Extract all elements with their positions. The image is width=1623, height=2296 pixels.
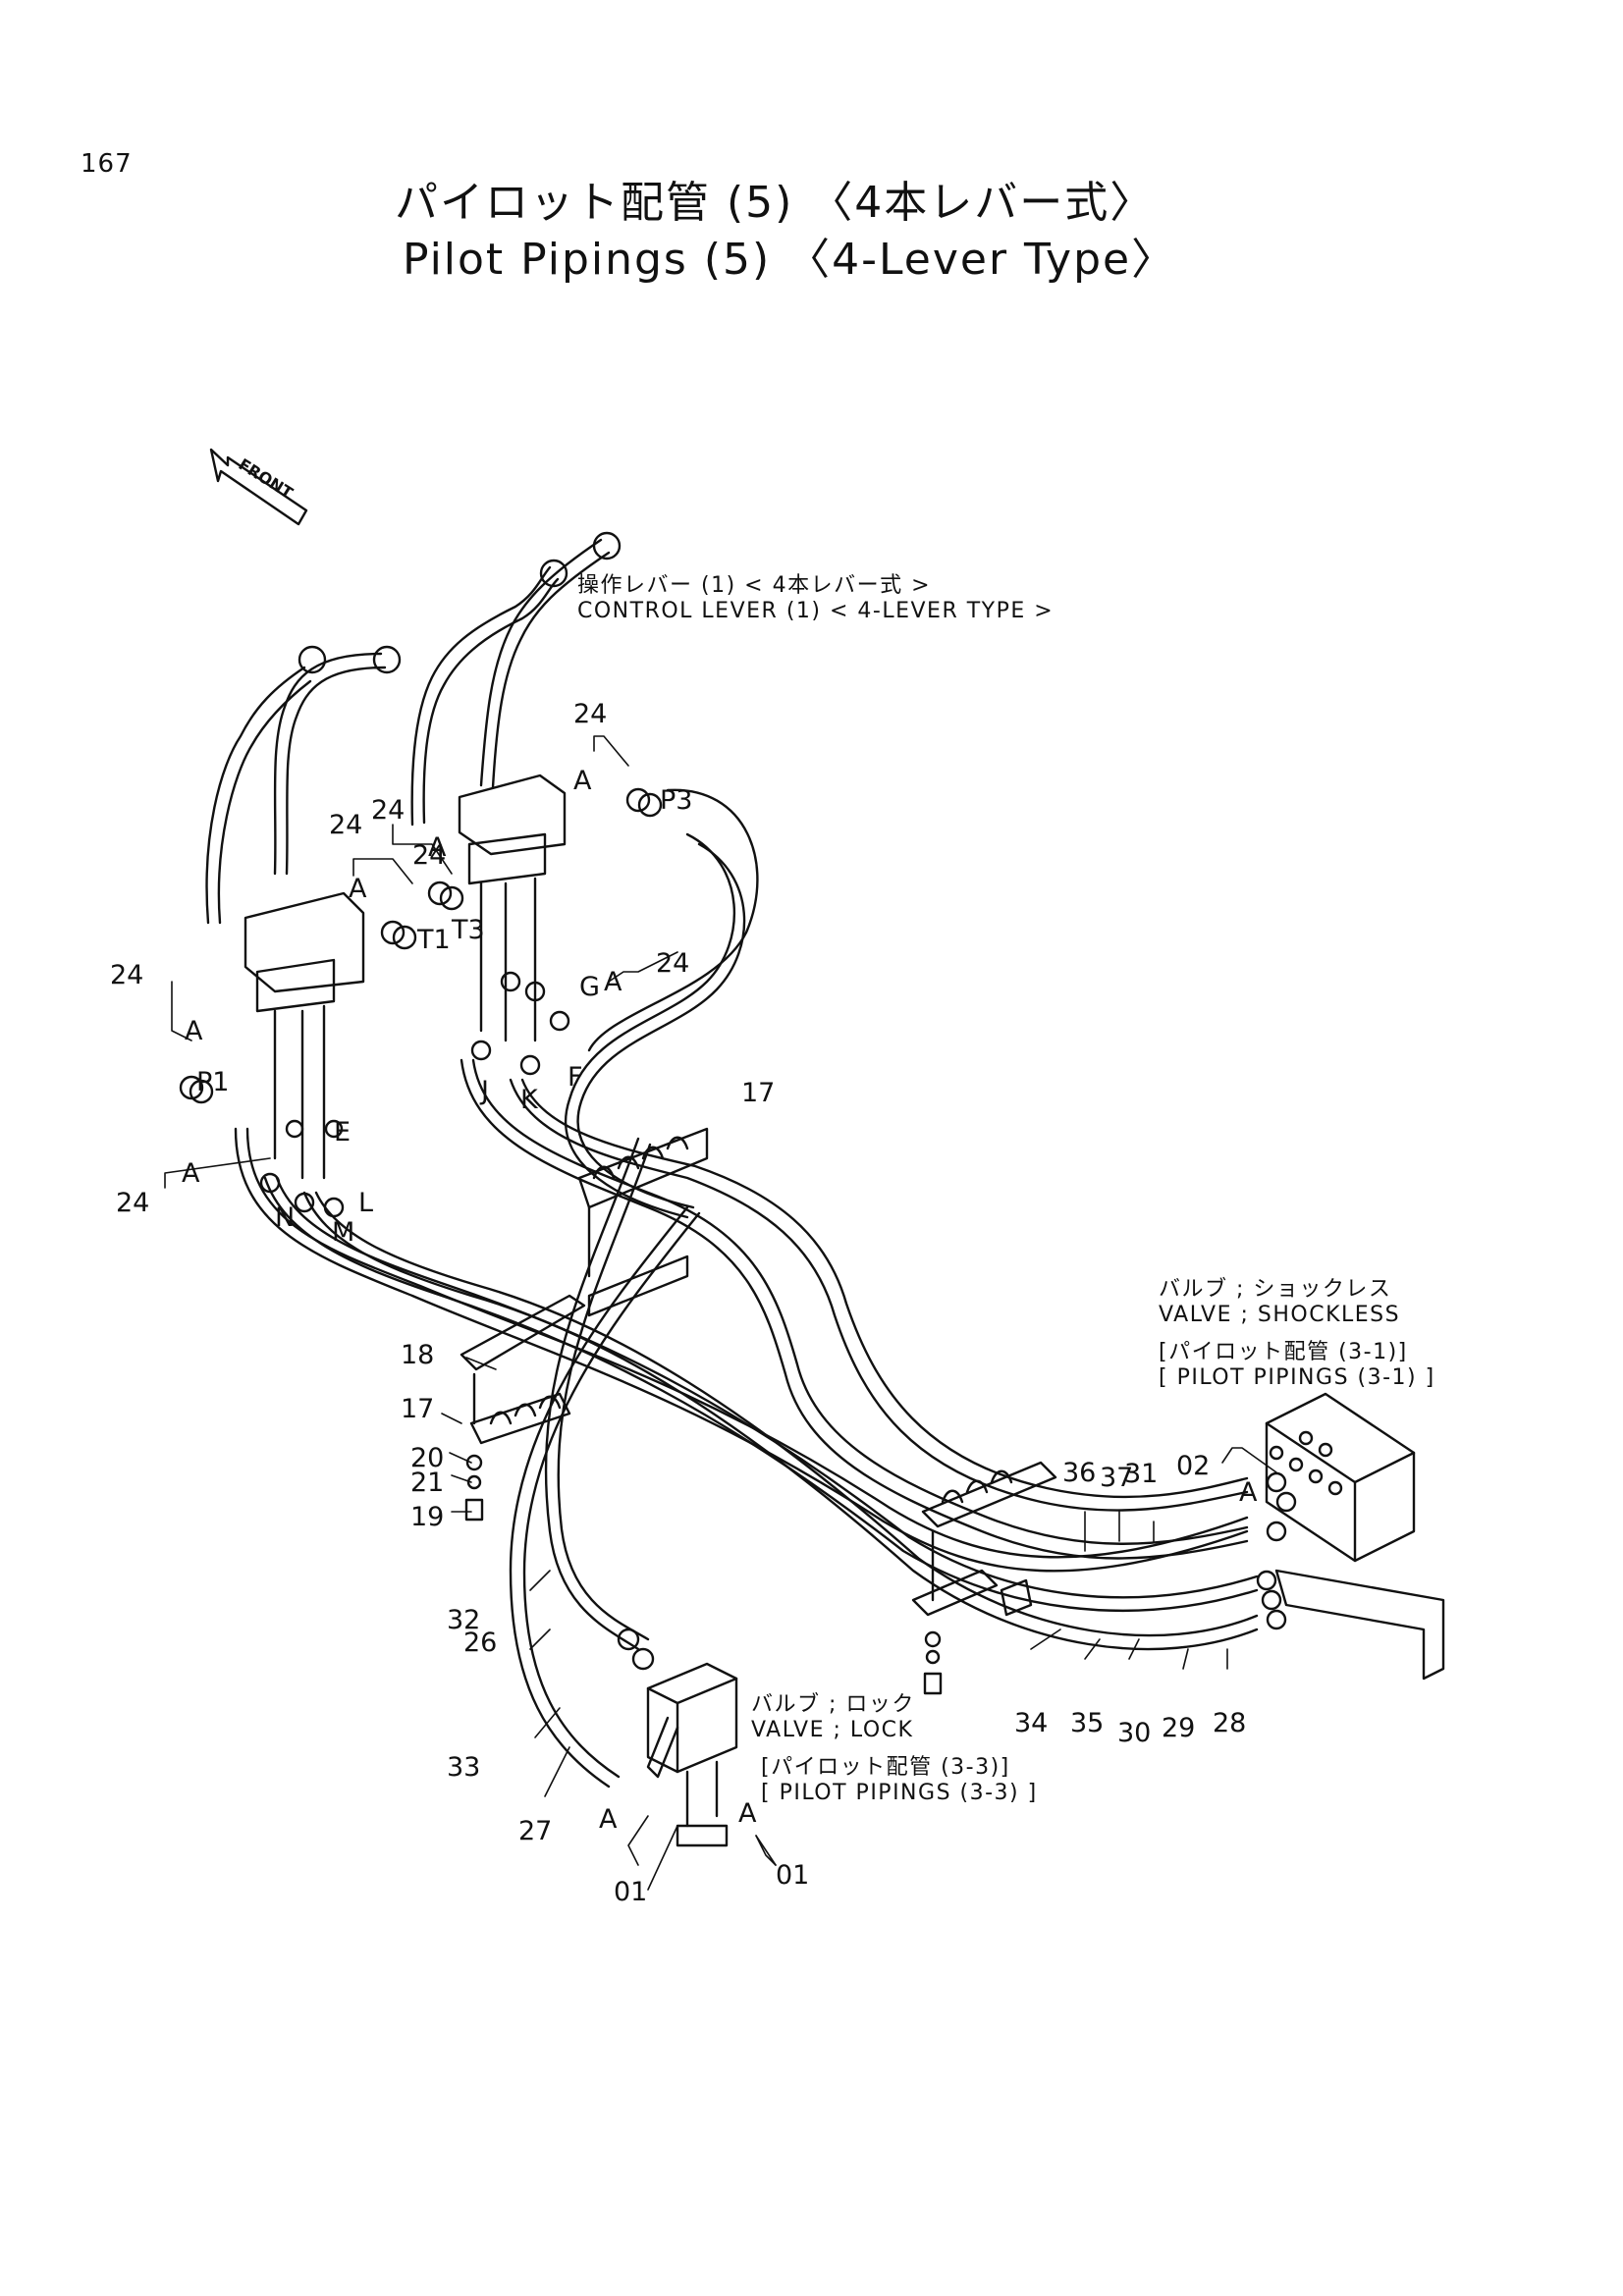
callout: K <box>520 1085 538 1115</box>
callout: A <box>573 766 592 796</box>
callout: 29 <box>1162 1713 1196 1743</box>
left-control-lever <box>205 645 402 1180</box>
callout: A <box>185 1016 203 1046</box>
clamp-17-lower <box>464 1372 571 1522</box>
callout: A <box>604 967 622 997</box>
callout: 24 <box>573 699 608 729</box>
callout: 28 <box>1213 1708 1247 1738</box>
pipe-bundle-right <box>460 788 1249 1560</box>
fittings <box>179 787 1297 1630</box>
callout: J <box>481 1076 489 1106</box>
callout: A <box>738 1798 757 1829</box>
callout: 19 <box>410 1502 445 1532</box>
callout: M <box>332 1217 355 1248</box>
callout: 24 <box>329 810 363 840</box>
valve-shockless-ref-en: [ PILOT PIPINGS (3-1) ] <box>1159 1365 1435 1390</box>
page-number: 167 <box>81 149 133 179</box>
callout: A <box>182 1158 200 1189</box>
callout: 33 <box>447 1752 481 1783</box>
callout: 01 <box>776 1860 810 1891</box>
callout: T1 <box>417 925 451 955</box>
title-japanese: パイロット配管 (5) 〈4本レバー式〉 <box>395 178 1156 228</box>
leader-lines <box>164 735 1277 1891</box>
callout: T3 <box>452 915 485 945</box>
valve-shockless-ref-jp: [パイロット配管 (3-1)] <box>1159 1340 1408 1364</box>
valve-lock-ref-en: [ PILOT PIPINGS (3-3) ] <box>761 1781 1038 1805</box>
pipe-bundle-main <box>234 1127 1259 1651</box>
callout: 18 <box>401 1340 435 1370</box>
callout: 32 <box>447 1605 481 1635</box>
valve-shockless-label-jp: バルブ ; ショックレス <box>1159 1277 1392 1302</box>
lock-valve <box>617 1628 738 1847</box>
callout: F <box>568 1062 583 1093</box>
callout: 17 <box>401 1394 435 1424</box>
callout: 24 <box>412 840 447 871</box>
callout: G <box>579 972 600 1002</box>
callout: A <box>1239 1477 1258 1508</box>
callout: A <box>349 874 367 904</box>
callout: 34 <box>1014 1708 1049 1738</box>
control-lever-label-en: CONTROL LEVER (1) < 4-LEVER TYPE > <box>577 599 1055 623</box>
callout: L <box>358 1188 374 1218</box>
callout: 02 <box>1176 1451 1211 1481</box>
clamp-right <box>911 1461 1057 1695</box>
callout: 30 <box>1117 1718 1152 1748</box>
title-english: Pilot Pipings (5) 〈4-Lever Type〉 <box>403 235 1177 285</box>
control-lever-label-jp: 操作レバー (1) < 4本レバー式 > <box>577 573 932 598</box>
pipe-to-lock-valve <box>509 1137 701 1789</box>
valve-lock-label-en: VALVE ; LOCK <box>751 1718 914 1742</box>
callout: 31 <box>1124 1459 1159 1489</box>
callout: 36 <box>1062 1458 1097 1488</box>
valve-lock-ref-jp: [パイロット配管 (3-3)] <box>761 1755 1010 1780</box>
callout: 24 <box>116 1188 150 1218</box>
callout: 01 <box>614 1877 648 1907</box>
front-arrow-icon <box>209 448 308 526</box>
callout: A <box>428 832 447 863</box>
clamp-18 <box>460 1205 689 1371</box>
callout: P1 <box>196 1067 230 1097</box>
callout: 20 <box>410 1443 445 1473</box>
callout: 24 <box>110 960 144 990</box>
valve-lock-label-jp: バルブ ; ロック <box>751 1692 915 1717</box>
callout: 24 <box>656 948 690 979</box>
callout: E <box>334 1117 352 1148</box>
clamp-17-upper <box>577 1127 709 1209</box>
callout: 26 <box>463 1628 498 1658</box>
callout: 24 <box>371 795 406 826</box>
callout: P3 <box>660 785 693 816</box>
shockless-valve-block <box>1265 1392 1445 1681</box>
right-control-lever <box>410 531 622 1042</box>
callout: 21 <box>410 1468 445 1498</box>
callout: 35 <box>1070 1708 1105 1738</box>
callout: N <box>275 1202 296 1233</box>
valve-shockless-label-en: VALVE ; SHOCKLESS <box>1159 1303 1401 1327</box>
callout: 17 <box>741 1078 776 1108</box>
callout: 37 <box>1100 1463 1134 1493</box>
callout: 27 <box>518 1816 553 1846</box>
callout: A <box>599 1804 618 1835</box>
